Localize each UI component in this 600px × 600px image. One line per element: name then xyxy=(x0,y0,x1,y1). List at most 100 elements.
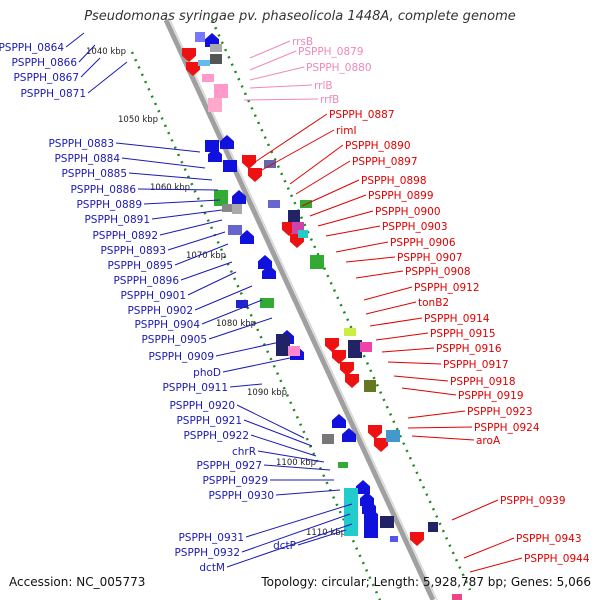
gene-arrow xyxy=(364,524,378,538)
gene-block xyxy=(344,488,358,536)
label-connector xyxy=(355,270,404,279)
gene-block xyxy=(276,334,290,356)
label-connector xyxy=(151,209,223,220)
label-connector xyxy=(137,188,219,191)
gene-arrow xyxy=(410,532,424,546)
label-connector xyxy=(463,537,515,559)
gene-arrow xyxy=(342,428,356,442)
gene-label-left: PSPPH_0885 xyxy=(61,168,127,180)
gene-label-right: PSPPH_0943 xyxy=(516,533,582,545)
accession-text: Accession: NC_005773 xyxy=(9,575,146,589)
label-connector xyxy=(65,32,85,48)
gene-label-right: PSPPH_0914 xyxy=(424,313,490,325)
gene-arrow xyxy=(374,438,388,452)
scale-tick-label: 1040 kbp xyxy=(86,47,126,57)
gene-label-left: PSPPH_0892 xyxy=(92,230,158,242)
gene-label-left: PSPPH_0893 xyxy=(100,245,166,257)
label-connector xyxy=(87,61,128,94)
gene-block xyxy=(310,255,324,269)
gene-label-left: PSPPH_0871 xyxy=(20,88,86,100)
gene-label-left: PSPPH_0920 xyxy=(169,400,235,412)
gene-label-right: PSPPH_0903 xyxy=(382,221,448,233)
gene-label-left: dctP xyxy=(273,540,296,552)
label-connector xyxy=(208,317,273,340)
backbone-highlight xyxy=(169,19,438,600)
scale-tick-label: 1070 kbp xyxy=(186,251,226,261)
label-connector xyxy=(249,84,313,89)
gene-label-left: PSPPH_0889 xyxy=(76,199,142,211)
gene-block xyxy=(202,74,214,82)
gene-block xyxy=(236,300,248,308)
gene-feature xyxy=(223,160,237,172)
label-connector xyxy=(249,66,305,81)
gene-label-left: PSPPH_0896 xyxy=(113,275,179,287)
label-connector xyxy=(469,557,523,573)
label-connector xyxy=(375,332,429,341)
gene-arrow xyxy=(220,135,234,149)
gene-block xyxy=(268,200,280,208)
gene-label-left: chrR xyxy=(232,446,256,458)
gene-label-left: PSPPH_0883 xyxy=(48,138,114,150)
label-connector xyxy=(229,383,263,388)
gene-label-left: PSPPH_0905 xyxy=(141,334,207,346)
gene-block xyxy=(210,44,222,52)
label-connector xyxy=(80,57,101,78)
label-connector xyxy=(187,271,237,296)
scale-dotted-line-right xyxy=(210,19,472,591)
gene-label-right: PSPPH_0890 xyxy=(345,140,411,152)
gene-label-left: PSPPH_0904 xyxy=(134,319,200,331)
label-connector xyxy=(387,361,442,365)
gene-label-right: PSPPH_0939 xyxy=(500,495,566,507)
scale-tick-label: 1060 kbp xyxy=(150,183,190,193)
gene-arrow xyxy=(364,508,378,522)
gene-block xyxy=(298,230,308,238)
gene-block xyxy=(232,204,242,214)
gene-block xyxy=(344,328,356,336)
gene-arrow xyxy=(332,350,346,364)
gene-label-right: PSPPH_0899 xyxy=(368,190,434,202)
gene-label-right: PSPPH_0916 xyxy=(436,343,502,355)
genome-backbone xyxy=(163,18,436,600)
gene-block xyxy=(452,594,462,600)
label-connector xyxy=(215,341,281,357)
label-connector xyxy=(261,129,335,171)
gene-arrow xyxy=(368,425,382,439)
gene-label-left: PSPPH_0891 xyxy=(84,214,150,226)
label-connector xyxy=(257,450,325,463)
label-connector xyxy=(243,419,313,447)
label-connector xyxy=(143,199,221,205)
label-connector xyxy=(249,50,297,71)
gene-label-right: PSPPH_0887 xyxy=(329,109,395,121)
topology-text: Topology: circular; Length: 5,928,787 bp… xyxy=(261,575,591,589)
label-connector xyxy=(241,513,351,553)
label-connector xyxy=(121,157,206,169)
gene-arrow xyxy=(340,362,354,376)
gene-label-left: PSPPH_0864 xyxy=(0,42,64,54)
gene-label-right: PSPPH_0906 xyxy=(390,237,456,249)
gene-block xyxy=(228,225,242,235)
gene-label-left: dctM xyxy=(199,562,225,574)
scale-tick-label: 1090 kbp xyxy=(247,388,287,398)
gene-label-right: PSPPH_0923 xyxy=(467,406,533,418)
gene-label-left: PSPPH_0931 xyxy=(178,532,244,544)
label-connector xyxy=(407,426,473,429)
gene-feature xyxy=(205,140,219,152)
gene-label-right: tonB2 xyxy=(418,297,449,309)
gene-label-left: PSPPH_0901 xyxy=(120,290,186,302)
gene-label-right: PSPPH_0918 xyxy=(450,376,516,388)
gene-arrow xyxy=(205,33,219,47)
gene-block xyxy=(386,430,400,442)
label-connector xyxy=(393,375,449,382)
gene-label-left: PSPPH_0886 xyxy=(70,184,136,196)
label-connector xyxy=(263,464,331,471)
gene-label-left: PSPPH_0909 xyxy=(148,351,214,363)
gene-block xyxy=(288,346,300,356)
scale-tick-label: 1050 kbp xyxy=(118,115,158,125)
label-connector xyxy=(78,44,96,63)
label-connector xyxy=(309,194,367,217)
gene-label-right: aroA xyxy=(476,435,501,447)
gene-arrow xyxy=(356,480,370,494)
label-connector xyxy=(159,219,223,236)
gene-label-right: rimI xyxy=(336,125,357,137)
gene-block xyxy=(360,342,372,352)
